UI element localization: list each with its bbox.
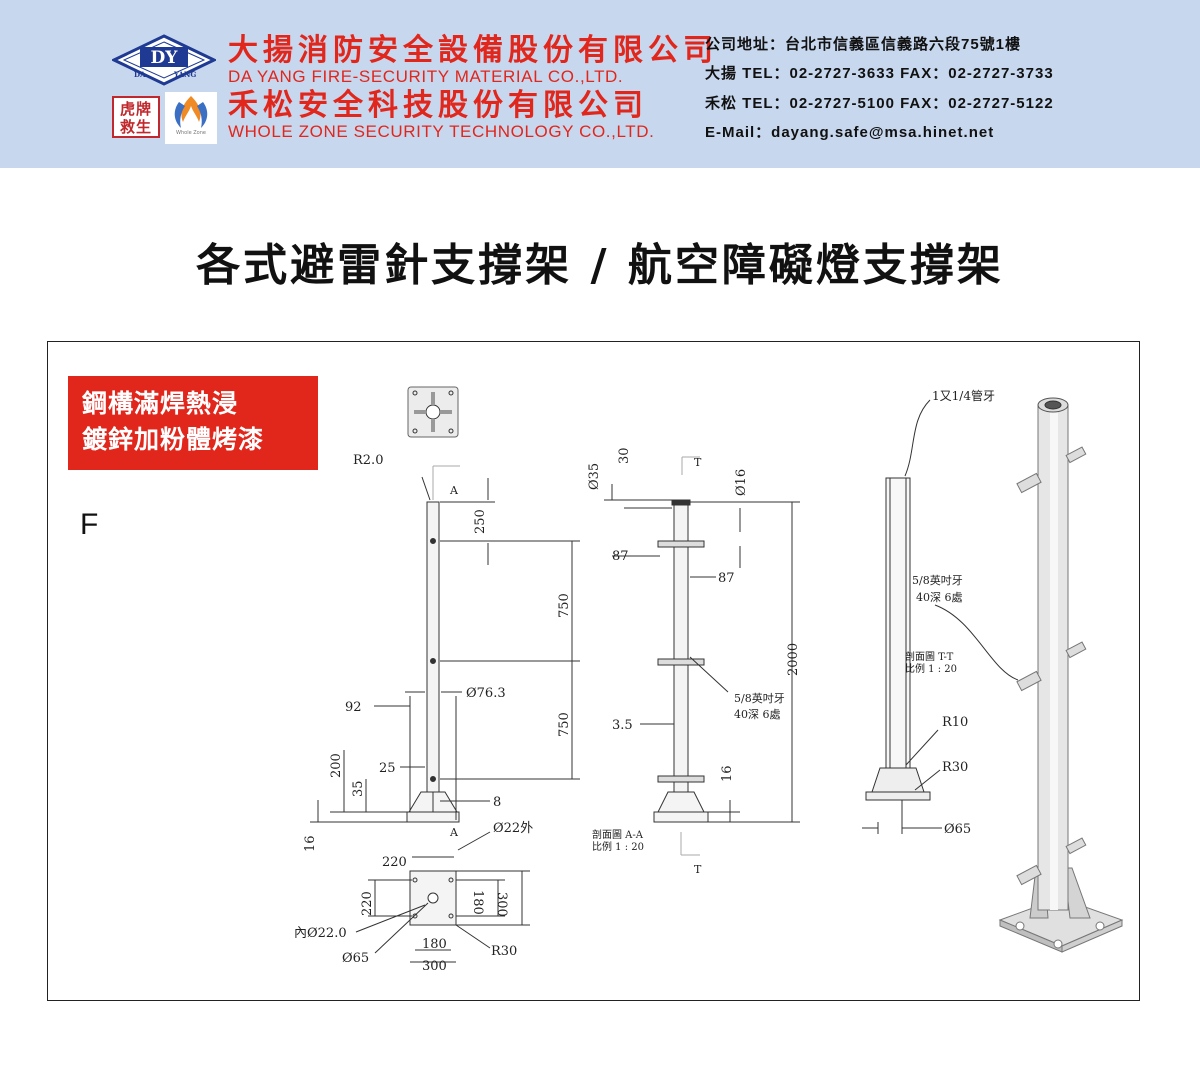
whole-zone-logo: Whole Zone [165, 92, 217, 144]
plan-diameter-65: Ø65 [342, 951, 369, 966]
side-view-pole [653, 456, 709, 856]
plan-height-300: 300 [494, 892, 509, 917]
dy-logo: DY DA YANG [112, 34, 216, 86]
plan-height-220: 220 [360, 891, 375, 916]
plan-hole-label: Ø22外 [493, 821, 533, 836]
tiger-seal-logo: 虎牌 救生 [112, 96, 160, 138]
whole-zone-logo-text: Whole Zone [176, 130, 206, 136]
side-section-title: 剖面圖 A-A [592, 828, 644, 841]
page-title: 各式避雷針支撐架 / 航空障礙燈支撐架 [196, 240, 1004, 291]
plan-width-220: 220 [382, 855, 407, 870]
section-view-pole [862, 399, 1019, 834]
front-pipe-diameter: Ø76.3 [466, 686, 506, 701]
section-scale: 比例 1 : 20 [905, 662, 957, 675]
front-dim-92: 92 [345, 700, 362, 715]
front-dim-750-upper: 750 [557, 593, 572, 618]
side-dim-35: Ø35 [587, 463, 602, 490]
front-dim-35: 35 [351, 780, 366, 797]
plan-inner-diameter: 內Ø22.0 [294, 926, 347, 941]
finish-badge: 鋼構滿焊熱浸 鍍鋅加粉體烤漆 [68, 376, 318, 470]
flame-icon [174, 96, 208, 128]
dy-logo-left: DA [134, 70, 146, 79]
front-section-a-top: A [449, 484, 459, 497]
front-dim-200: 200 [329, 753, 344, 778]
header-band: DY DA YANG 虎牌 救生 Whole Zone 大揚消防安全設備股份有限… [0, 0, 1200, 168]
dy-logo-text: DY [151, 48, 179, 68]
dy-logo-right: YANG [173, 70, 196, 79]
model-letter: F [80, 508, 99, 541]
section-thread-spec: 5/8英吋牙 [912, 573, 963, 587]
company-2-name-zh: 禾松安全科技股份有限公司 [228, 88, 648, 123]
base-plate-thumbnail [407, 386, 459, 438]
side-view-dimensions [604, 484, 800, 823]
side-section-scale: 比例 1 : 20 [592, 840, 644, 853]
front-dim-750-lower: 750 [557, 712, 572, 737]
side-dim-3-5: 3.5 [612, 718, 633, 733]
company-2-name-en: WHOLE ZONE SECURITY TECHNOLOGY CO.,LTD. [228, 122, 655, 141]
plan-width-180: 180 [422, 937, 447, 952]
pole-3d-render [998, 397, 1124, 953]
contact-hesong-phone: 禾松 TEL：02-2727-5100 FAX：02-2727-5122 [705, 95, 1054, 112]
side-dim-2000: 2000 [786, 643, 801, 676]
company-1-name-zh: 大揚消防安全設備股份有限公司 [228, 33, 718, 68]
front-dim-8: 8 [493, 795, 501, 810]
finish-badge-line-1: 鋼構滿焊熱浸 [82, 389, 239, 418]
front-radius-label: R2.0 [353, 453, 383, 468]
section-radius-10: R10 [942, 715, 968, 730]
side-dim-16-diameter: Ø16 [734, 469, 749, 496]
side-thread-depth: 40深 6處 [734, 707, 781, 721]
front-section-a-bottom: A [449, 826, 459, 839]
seal-line-1: 虎牌 [119, 100, 152, 118]
plan-width-300: 300 [422, 959, 447, 974]
finish-badge-line-2: 鍍鋅加粉體烤漆 [82, 425, 265, 454]
plan-height-180: 180 [470, 890, 485, 915]
company-1-name-en: DA YANG FIRE-SECURITY MATERIAL CO.,LTD. [228, 67, 624, 86]
section-radius-30: R30 [942, 760, 968, 775]
side-dim-87-left: 87 [612, 549, 629, 564]
front-dim-25: 25 [379, 761, 396, 776]
front-dim-16: 16 [303, 835, 318, 852]
front-view-dimensions [310, 476, 580, 823]
plan-radius-30: R30 [491, 944, 517, 959]
side-section-t-top: T [694, 456, 702, 469]
section-thread-depth: 40深 6處 [916, 590, 963, 604]
side-dim-30: 30 [617, 447, 632, 464]
section-pipe-thread: 1又1/4管牙 [932, 388, 995, 403]
section-diameter-65: Ø65 [944, 822, 971, 837]
front-dim-250: 250 [473, 509, 488, 534]
contact-dayang-phone: 大揚 TEL：02-2727-3633 FAX：02-2727-3733 [705, 65, 1054, 82]
contact-address: 公司地址：台北市信義區信義路六段75號1樓 [705, 36, 1022, 53]
section-title: 剖面圖 T-T [905, 650, 954, 663]
side-section-t-bottom: T [694, 863, 702, 876]
side-dim-87-right: 87 [718, 571, 735, 586]
base-plate-plan [355, 831, 530, 963]
seal-line-2: 救生 [119, 118, 152, 136]
contact-email: E-Mail：dayang.safe@msa.hinet.net [705, 124, 995, 141]
side-dim-16: 16 [720, 765, 735, 782]
side-thread-spec: 5/8英吋牙 [734, 691, 785, 705]
front-view-pole [406, 465, 460, 823]
